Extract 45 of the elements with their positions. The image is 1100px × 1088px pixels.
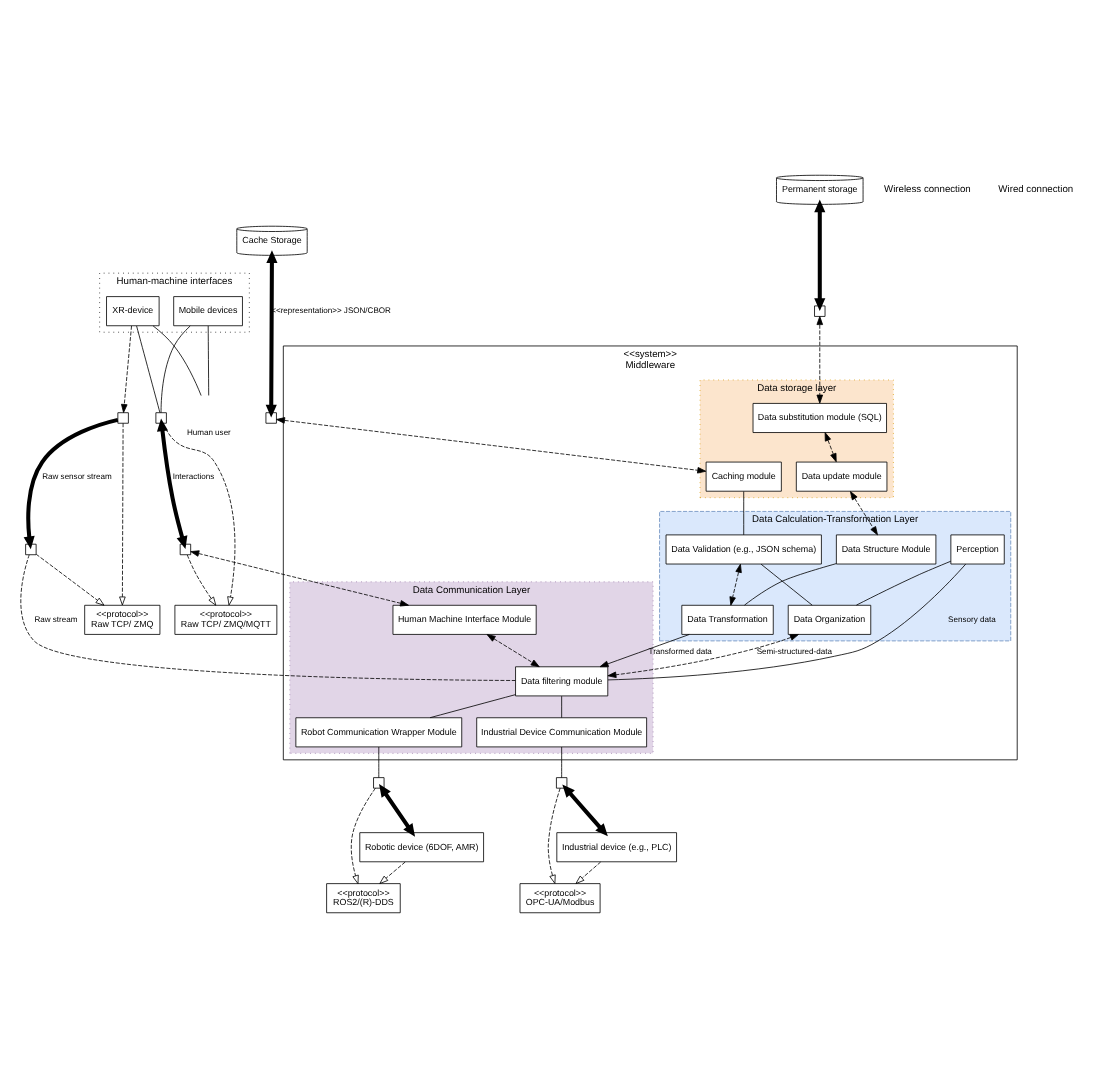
arrow [379,784,416,837]
arrow [486,634,540,668]
arrow [156,418,188,550]
arrow [121,325,132,413]
connector [207,325,210,396]
arrow [816,316,823,404]
connector [743,491,745,536]
node-box [556,777,568,789]
arrow [379,861,406,884]
connector [760,563,813,606]
arrow [607,634,799,678]
arrow [276,417,707,474]
connector [429,694,516,719]
connector [136,325,161,413]
connector [160,325,191,414]
arrow [729,563,742,606]
arrow [23,417,119,550]
node-box [25,543,37,556]
arrow [186,554,217,606]
connector [561,695,563,719]
node-box [814,305,826,317]
arrow [350,787,376,885]
connector [744,563,837,606]
connector [152,325,202,396]
arrow [599,634,690,668]
connector [856,560,952,606]
arrow [824,432,837,463]
connector [20,554,516,681]
arrow [562,784,608,837]
arrow [547,787,561,884]
connector [607,563,967,681]
node-box [265,412,277,424]
arrow [814,199,826,311]
connector [378,746,380,778]
arrow [575,861,601,884]
arrow [190,550,409,607]
node-box [117,412,129,424]
node-box [179,543,192,556]
connector [561,746,563,778]
node-box [155,412,167,424]
arrow [265,250,278,418]
node-box [373,777,385,789]
arrow [119,422,126,606]
arrow [35,553,105,606]
arrow [850,491,878,536]
